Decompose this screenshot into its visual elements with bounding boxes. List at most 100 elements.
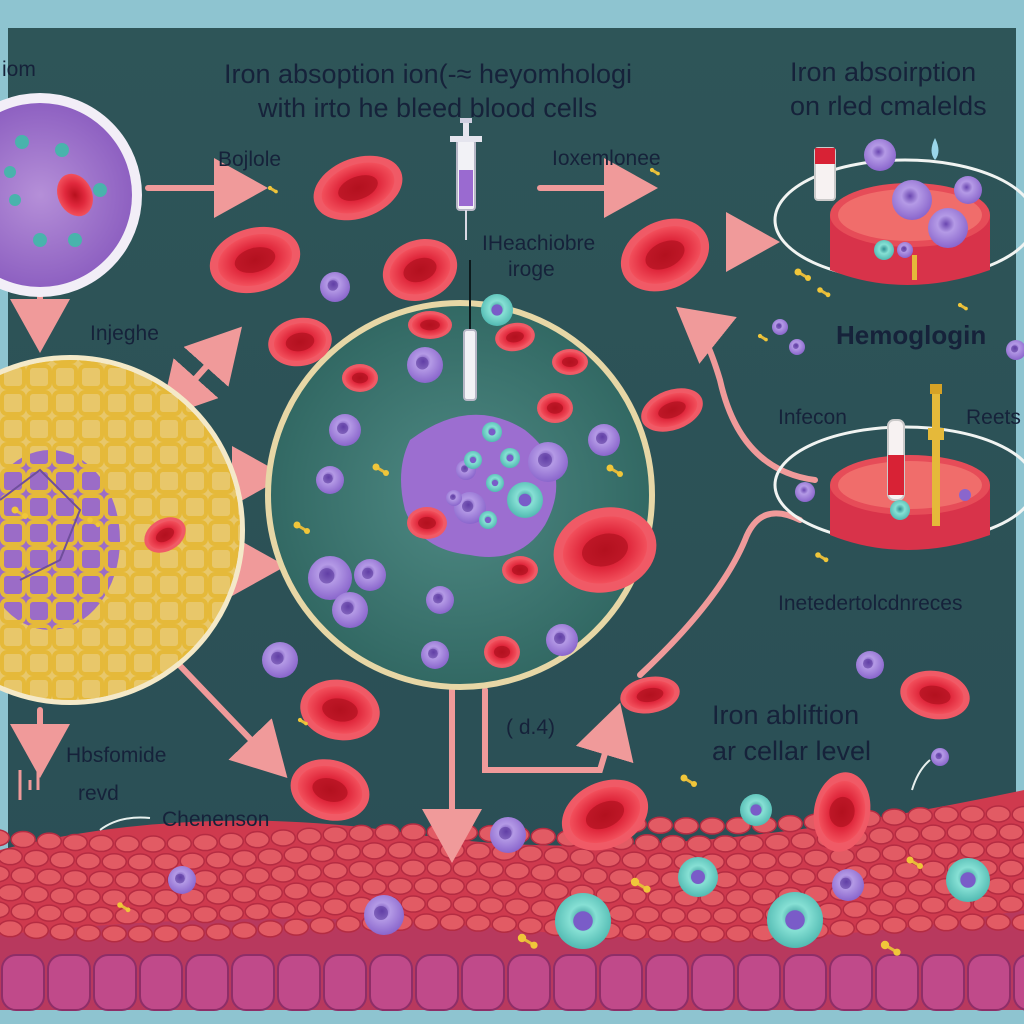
- red-blood-cell: [495, 322, 535, 352]
- injeghe-label: Injeghe: [90, 322, 159, 345]
- iron-ablition-label-line1: Iron abliftion: [712, 700, 860, 730]
- red-blood-cell: [407, 507, 447, 539]
- hbsfomide-label: Hbsfomide: [66, 744, 167, 767]
- red-blood-cell: [300, 679, 380, 741]
- purple-cell: [168, 866, 196, 894]
- top-right-title-line1: Iron absoirption: [790, 57, 977, 87]
- title-line2: with irto he bleed blood cells: [258, 93, 598, 123]
- water-drop-icon: [931, 138, 939, 160]
- purple-cell: [588, 424, 620, 456]
- purple-cell: [407, 347, 443, 383]
- purple-cell: [320, 272, 350, 302]
- red-blood-cell: [313, 155, 403, 221]
- purple-cell: [308, 556, 352, 600]
- red-blood-cell: [813, 772, 871, 852]
- red-blood-cell: [290, 759, 370, 821]
- purple-cell: [772, 319, 788, 335]
- teal-cell: [946, 858, 990, 902]
- red-blood-cell: [641, 388, 703, 432]
- purple-cell: [354, 559, 386, 591]
- heachiobre-label-line1: IHeachiobre: [482, 232, 596, 255]
- red-blood-cell: [342, 364, 378, 392]
- red-blood-cell: [502, 556, 538, 584]
- teal-cell: [678, 857, 718, 897]
- top-right-title-line2: on rled cmalelds: [790, 91, 987, 121]
- teal-cell: [464, 451, 482, 469]
- heachiobre-label-line2: iroge: [508, 258, 555, 281]
- iron-molecule-icon: [267, 185, 278, 194]
- hemoglogin-label: Hemoglogin: [836, 320, 987, 350]
- iron-molecule-icon: [817, 287, 831, 298]
- teal-cell: [767, 892, 823, 948]
- interconnections-label: Inetedertolcdnreces: [778, 592, 963, 615]
- iron-molecule-icon: [680, 774, 697, 787]
- red-blood-cell: [561, 779, 649, 851]
- purple-cell: [364, 895, 404, 935]
- top-left-label: iom: [2, 58, 36, 81]
- red-blood-cell: [620, 676, 680, 714]
- iron-molecule-icon: [372, 463, 389, 476]
- purple-cell: [528, 442, 568, 482]
- purple-cell: [454, 492, 486, 524]
- red-blood-cell: [144, 517, 186, 553]
- red-blood-cell: [268, 317, 332, 367]
- iron-molecule-icon: [906, 856, 923, 869]
- teal-cell: [555, 893, 611, 949]
- red-blood-cells: [144, 155, 970, 852]
- iron-molecule-icon: [815, 552, 829, 563]
- red-blood-cell: [484, 636, 520, 668]
- purple-cell: [332, 592, 368, 628]
- teal-cells: [464, 294, 990, 949]
- source-cell-circle: [0, 93, 142, 297]
- purple-cell: [490, 817, 526, 853]
- iron-molecule-icon: [293, 521, 310, 534]
- iron-molecule-icon: [630, 877, 651, 893]
- syringe-icon: [450, 118, 482, 401]
- iron-molecule-icon: [87, 517, 101, 528]
- iron-molecule-icon: [957, 302, 968, 311]
- purple-cell: [546, 624, 578, 656]
- ioxemlonee-label: Ioxemlonee: [552, 147, 661, 170]
- purple-cell: [1006, 340, 1024, 360]
- iron-molecule-icon: [794, 268, 811, 281]
- red-blood-cell: [408, 311, 452, 339]
- purple-cell: [832, 869, 864, 901]
- iron-ablition-label-line2: ar cellar level: [712, 736, 872, 766]
- iron-molecule-icon: [11, 506, 28, 519]
- reets-label: Reets: [966, 406, 1021, 429]
- chenenson-label: Chenenson: [162, 808, 270, 831]
- d4-label: ( d.4): [506, 716, 556, 739]
- tissue-layer: [0, 790, 1024, 1011]
- red-blood-cell: [900, 670, 970, 720]
- red-blood-cell: [553, 507, 657, 593]
- iron-molecule-icon: [880, 940, 901, 956]
- purple-cell: [421, 641, 449, 669]
- purple-cell: [856, 651, 884, 679]
- red-blood-cell: [537, 393, 573, 423]
- iron-molecule-icon: [517, 933, 538, 949]
- purple-cells: [168, 242, 1024, 935]
- teal-cell: [507, 482, 543, 518]
- purple-cell: [897, 242, 913, 258]
- iron-molecule-icon: [649, 167, 660, 176]
- teal-cell: [481, 294, 513, 326]
- teal-cell: [479, 511, 497, 529]
- infecon-label: Infecon: [778, 406, 847, 429]
- title-line1: Iron absoption ion(-≈ heyomhologi: [224, 59, 633, 89]
- infection-dish: [773, 384, 1024, 550]
- teal-cell: [482, 422, 502, 442]
- red-blood-cell: [552, 349, 588, 375]
- revd-label: revd: [78, 782, 119, 805]
- red-blood-cell: [209, 226, 301, 294]
- iron-molecule-icon: [11, 167, 968, 956]
- purple-cell: [329, 414, 361, 446]
- teal-cell: [486, 474, 504, 492]
- purple-cell: [262, 642, 298, 678]
- red-blood-cell: [620, 218, 710, 292]
- purple-cell: [316, 466, 344, 494]
- purple-cell: [426, 586, 454, 614]
- bojlole-label: Bojlole: [218, 148, 282, 171]
- iron-molecule-icon: [297, 717, 308, 726]
- iron-molecule-icon: [757, 333, 768, 342]
